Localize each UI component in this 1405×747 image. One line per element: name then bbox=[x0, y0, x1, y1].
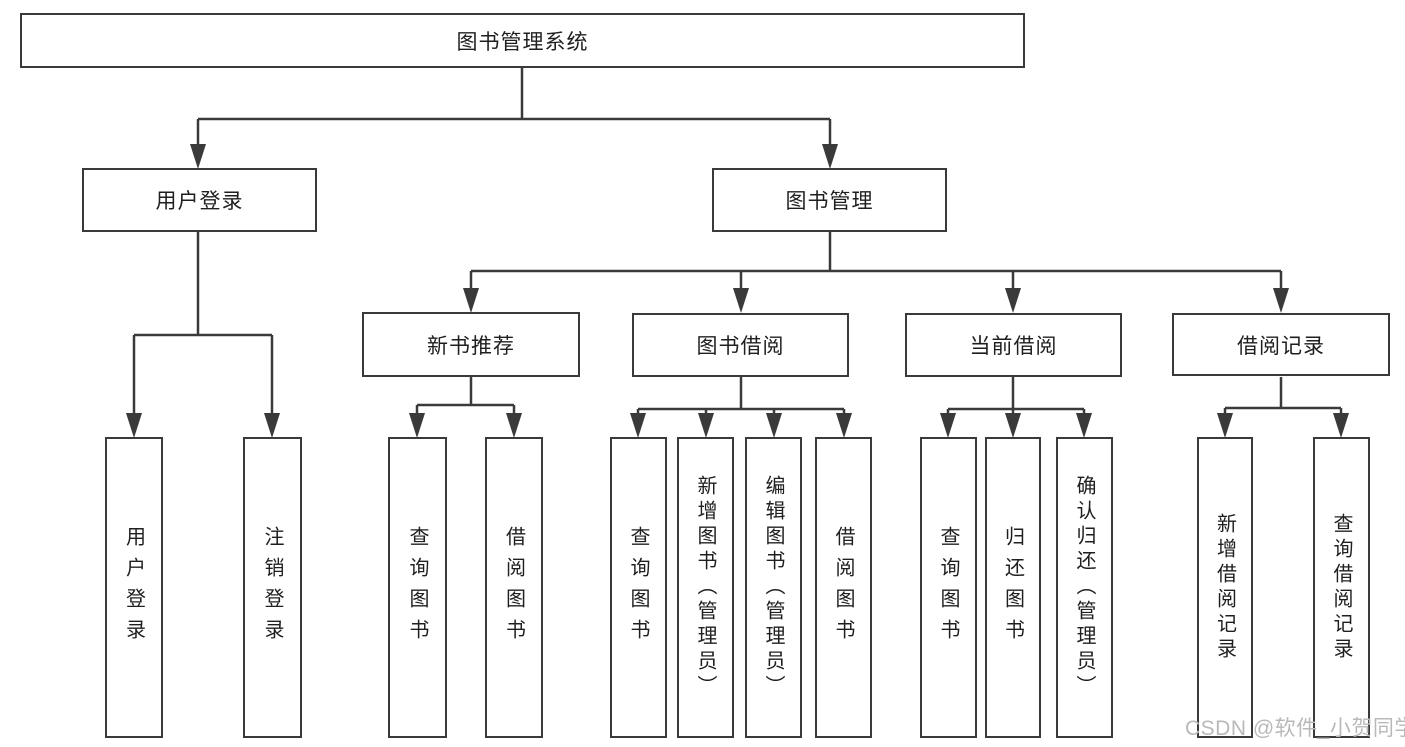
leaf-query-borrow-record: 查询借阅记录 bbox=[1313, 437, 1370, 738]
leaf-borrow-books-recommend: 借阅图书 bbox=[485, 437, 543, 738]
node-new-book-recommend: 新书推荐 bbox=[362, 312, 580, 377]
node-book-management-label: 图书管理 bbox=[785, 190, 874, 213]
node-user-login: 用户登录 bbox=[82, 168, 317, 232]
node-book-borrow-label: 图书借阅 bbox=[696, 335, 785, 358]
leaf-logout: 注销登录 bbox=[243, 437, 302, 738]
leaf-add-books-admin: 新增图书（管理员） bbox=[677, 437, 734, 738]
leaf-edit-books-admin: 编辑图书（管理员） bbox=[745, 437, 802, 738]
node-new-book-recommend-label: 新书推荐 bbox=[427, 334, 515, 358]
node-root-label: 图书管理系统 bbox=[456, 30, 589, 54]
node-book-borrow: 图书借阅 bbox=[632, 313, 849, 377]
node-root: 图书管理系统 bbox=[20, 13, 1025, 68]
leaf-query-books-current: 查询图书 bbox=[920, 437, 977, 738]
leaf-return-books: 归还图书 bbox=[985, 437, 1041, 738]
node-borrow-record-label: 借阅记录 bbox=[1237, 334, 1325, 358]
leaf-user-login: 用户登录 bbox=[105, 437, 163, 738]
leaf-add-borrow-record: 新增借阅记录 bbox=[1197, 437, 1253, 738]
leaf-confirm-return-admin: 确认归还（管理员） bbox=[1056, 437, 1113, 738]
node-current-borrow-label: 当前借阅 bbox=[969, 335, 1058, 358]
watermark: CSDN @软件_小贺同学 bbox=[1185, 717, 1405, 740]
leaf-borrow-books: 借阅图书 bbox=[815, 437, 872, 738]
node-user-login-label: 用户登录 bbox=[155, 190, 244, 213]
node-book-management: 图书管理 bbox=[712, 168, 947, 232]
node-current-borrow: 当前借阅 bbox=[905, 313, 1122, 377]
leaf-query-books-borrow: 查询图书 bbox=[610, 437, 667, 738]
leaf-query-books-recommend: 查询图书 bbox=[388, 437, 447, 738]
node-borrow-record: 借阅记录 bbox=[1172, 313, 1390, 376]
